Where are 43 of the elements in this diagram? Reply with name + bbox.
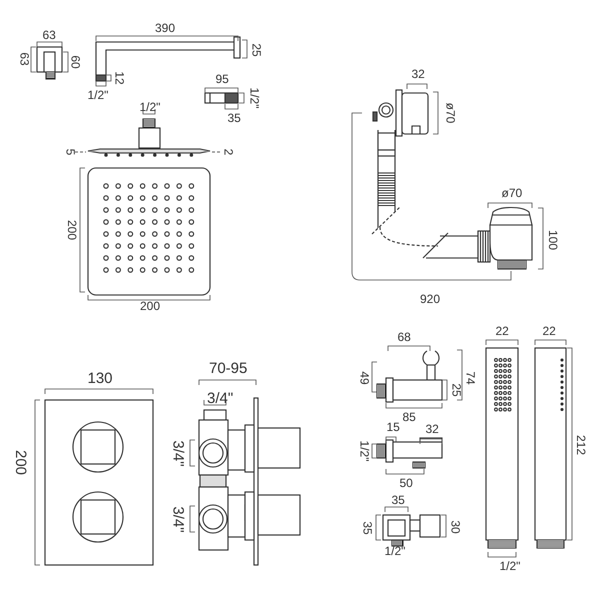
dimension-label: 35 (392, 494, 405, 506)
dimension-label: ø70 (444, 102, 456, 124)
dimension-label: 2 (222, 148, 234, 156)
dimension-label: 35 (228, 112, 241, 124)
dimension-label: 390 (155, 22, 176, 34)
dimension-label: 100 (547, 230, 560, 250)
dimension-label: 32 (412, 68, 425, 80)
dimension-label: 85 (402, 411, 416, 423)
dimension-label: 32 (426, 423, 439, 435)
dimension-label: 212 (575, 434, 588, 456)
dimension-label: 1/2" (358, 440, 370, 462)
dimension-label: 1/2" (140, 101, 160, 113)
dimension-label: 200 (66, 220, 78, 240)
dimension-label: 63 (42, 29, 56, 41)
dimension-label: 30 (449, 520, 462, 534)
dimension-label: 3/4" (170, 506, 186, 532)
dimension-label: 5 (64, 148, 76, 156)
dimension-label: 35 (361, 521, 374, 535)
dimension-label: 130 (88, 370, 113, 386)
dimension-label: 68 (398, 331, 411, 343)
dimension-label: 60 (69, 55, 82, 69)
dimension-label: 25 (450, 383, 462, 397)
dimension-label: 70-95 (209, 360, 248, 376)
dimension-label: 22 (496, 325, 509, 337)
dimension-label: 1/2" (88, 89, 108, 101)
dimension-label: 25 (250, 43, 262, 57)
dimension-label: 63 (18, 52, 30, 66)
dimension-label: 95 (216, 73, 229, 85)
dimension-label: 200 (140, 300, 160, 312)
dimension-label: 1/2" (248, 88, 260, 108)
dimension-label: 1/2" (384, 545, 406, 557)
dimension-label: 920 (420, 293, 440, 305)
dimension-label: ø70 (502, 187, 522, 199)
dimension-label: 200 (12, 449, 28, 475)
dimension-label: 22 (542, 325, 556, 337)
dimension-label: 74 (464, 371, 476, 385)
dimension-label: 15 (386, 421, 400, 433)
dimension-label: 12 (113, 71, 126, 85)
dimension-label: 3/4" (170, 440, 186, 466)
dimension-label: 3/4" (207, 390, 234, 406)
dimension-label: 49 (358, 371, 370, 385)
dimension-label: 50 (400, 477, 413, 489)
dimension-label: 1/2" (500, 560, 520, 572)
